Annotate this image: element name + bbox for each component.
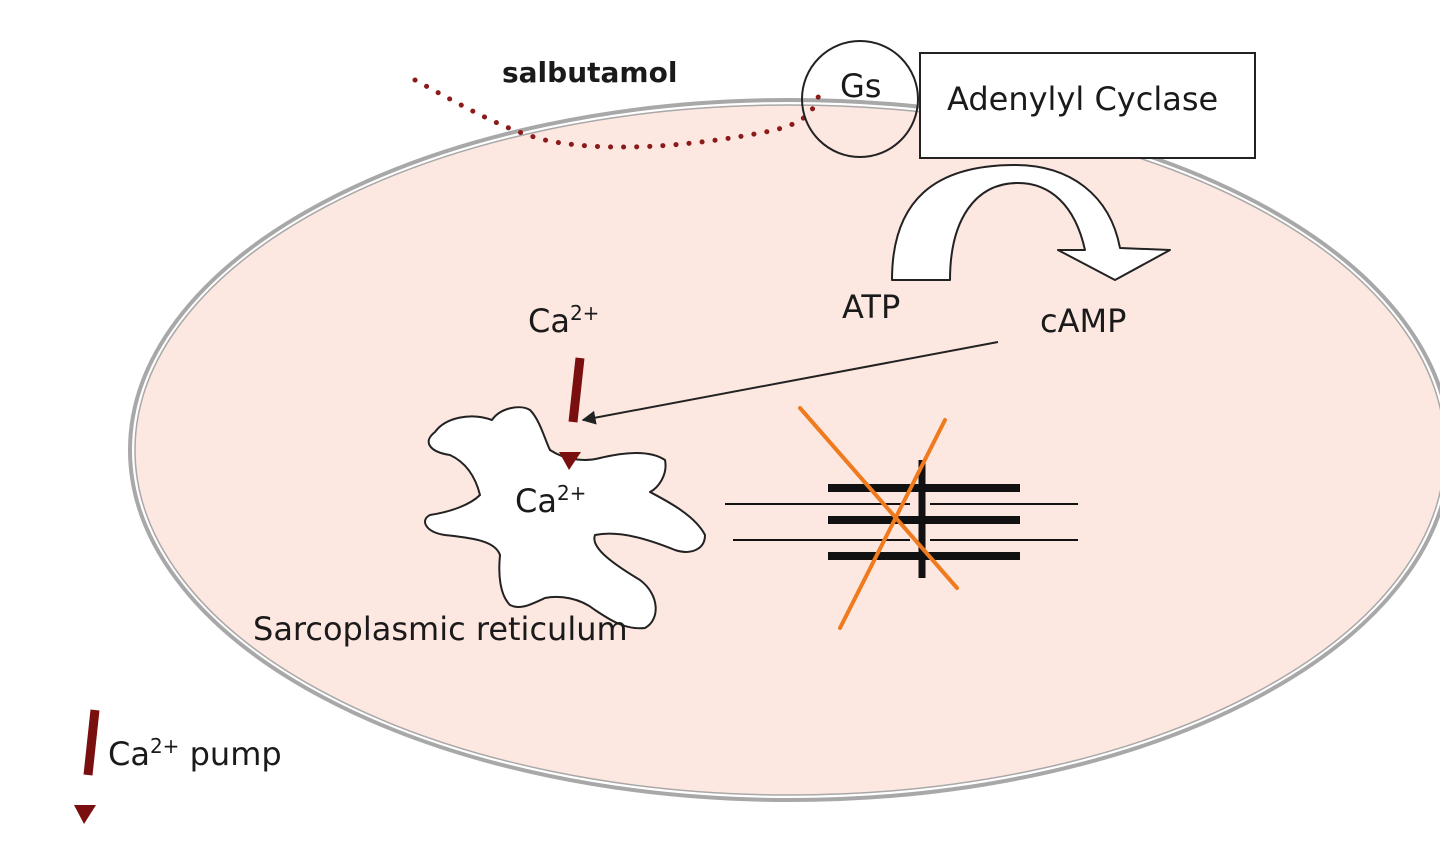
legend: Ca2+ pump <box>74 709 282 824</box>
camp-to-pump-arrow <box>581 341 999 425</box>
curved-arrow-icon <box>891 164 1171 281</box>
cell-membrane-outer <box>128 98 1440 802</box>
sr-calcium-charge: 2+ <box>557 481 586 505</box>
inhibition-stroke-2 <box>838 418 947 630</box>
legend-pump-arrow-shaft <box>83 709 100 776</box>
cytosolic-calcium-charge: 2+ <box>570 301 599 325</box>
adenylyl-cyclase-label: Adenylyl Cyclase <box>947 80 1218 118</box>
legend-calcium-charge: 2+ <box>150 734 179 758</box>
gs-protein-circle <box>801 40 919 158</box>
down-arrow-icon <box>74 805 96 824</box>
sr-pump-arrow-shaft <box>568 357 585 423</box>
down-arrow-icon <box>559 452 581 470</box>
cytosolic-calcium-label: Ca2+ <box>528 301 599 340</box>
cell-body <box>134 104 1440 796</box>
legend-pump-word: pump <box>190 735 282 773</box>
cytosolic-calcium-base: Ca <box>528 302 570 340</box>
salbutamol-label: salbutamol <box>502 56 677 89</box>
camp-label: cAMP <box>1040 302 1126 340</box>
inhibition-stroke-1 <box>798 406 959 590</box>
sr-calcium-label: Ca2+ <box>515 481 586 520</box>
legend-pump-text <box>179 735 189 773</box>
gs-label: Gs <box>840 67 881 105</box>
legend-label: Ca2+ pump <box>108 734 282 773</box>
atp-label: ATP <box>842 288 900 326</box>
x-mark-icon <box>798 406 959 630</box>
sarcomere-filaments <box>725 460 1078 578</box>
adenylyl-cyclase-box <box>919 52 1256 159</box>
sr-pump-arrow <box>559 357 585 470</box>
sr-calcium-base: Ca <box>515 482 557 520</box>
salbutamol-dotted-path <box>412 77 823 150</box>
legend-calcium-base: Ca <box>108 735 150 773</box>
sarcoplasmic-reticulum-label: Sarcoplasmic reticulum <box>253 610 628 648</box>
